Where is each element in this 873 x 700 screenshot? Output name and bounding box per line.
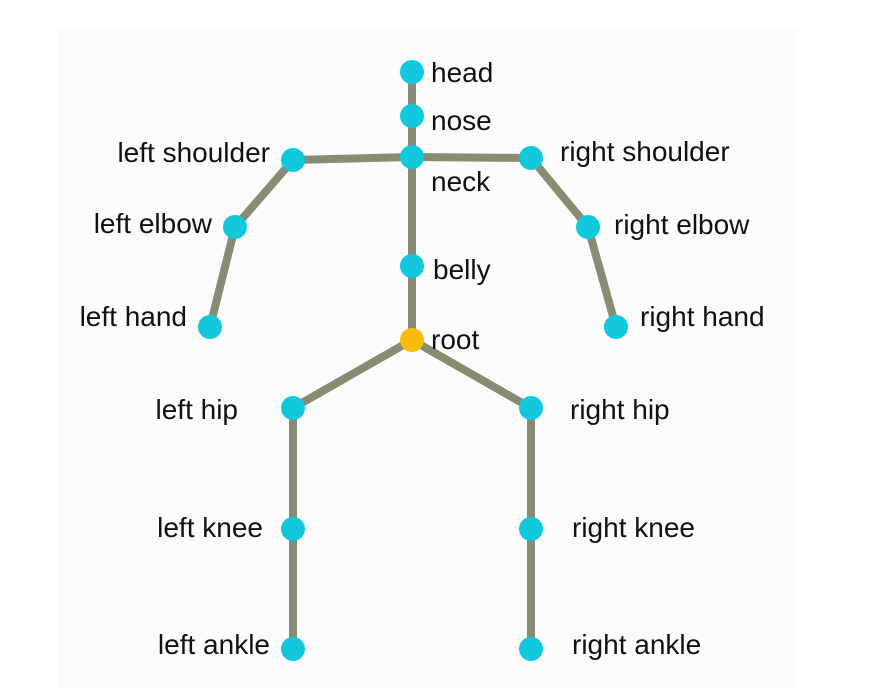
joint-left-hand — [198, 315, 222, 339]
joint-right-shoulder — [519, 146, 543, 170]
joint-left-knee — [281, 517, 305, 541]
label-right-hand: right hand — [640, 301, 765, 332]
joint-nose — [400, 104, 424, 128]
diagram-background — [58, 28, 796, 688]
label-nose: nose — [431, 105, 492, 136]
bone-neck-left-shoulder — [289, 153, 416, 164]
joint-labels: head nose neck belly root left shoulder … — [80, 57, 765, 660]
joint-belly — [400, 254, 424, 278]
bone-right-elbow-right-hand — [584, 223, 620, 331]
bones — [206, 68, 620, 653]
joint-right-hand — [604, 315, 628, 339]
bone-right-shoulder-right-elbow — [527, 154, 592, 231]
joint-left-elbow — [223, 215, 247, 239]
label-head: head — [431, 57, 493, 88]
joint-head — [400, 60, 424, 84]
label-left-shoulder: left shoulder — [117, 137, 270, 168]
bone-left-shoulder-left-elbow — [231, 156, 297, 231]
label-neck: neck — [431, 166, 491, 197]
joint-left-shoulder — [281, 148, 305, 172]
label-right-ankle: right ankle — [572, 629, 701, 660]
label-left-knee: left knee — [157, 512, 263, 543]
joint-root — [400, 328, 424, 352]
bone-root-right-hip — [408, 336, 535, 412]
label-left-hip: left hip — [156, 394, 239, 425]
label-left-hand: left hand — [80, 301, 187, 332]
bone-neck-right-shoulder — [408, 153, 535, 162]
label-right-shoulder: right shoulder — [560, 136, 730, 167]
label-root: root — [431, 324, 479, 355]
bone-root-left-hip — [289, 336, 416, 412]
label-left-elbow: left elbow — [94, 208, 213, 239]
label-right-knee: right knee — [572, 512, 695, 543]
bone-left-elbow-left-hand — [206, 223, 239, 331]
label-left-ankle: left ankle — [158, 629, 270, 660]
label-right-hip: right hip — [570, 394, 670, 425]
label-right-elbow: right elbow — [614, 209, 750, 240]
joint-neck — [400, 145, 424, 169]
label-belly: belly — [433, 254, 491, 285]
joint-right-elbow — [576, 215, 600, 239]
joint-right-hip — [519, 396, 543, 420]
joint-left-ankle — [281, 637, 305, 661]
joints — [198, 60, 628, 661]
joint-right-ankle — [519, 637, 543, 661]
joint-right-knee — [519, 517, 543, 541]
joint-left-hip — [281, 396, 305, 420]
